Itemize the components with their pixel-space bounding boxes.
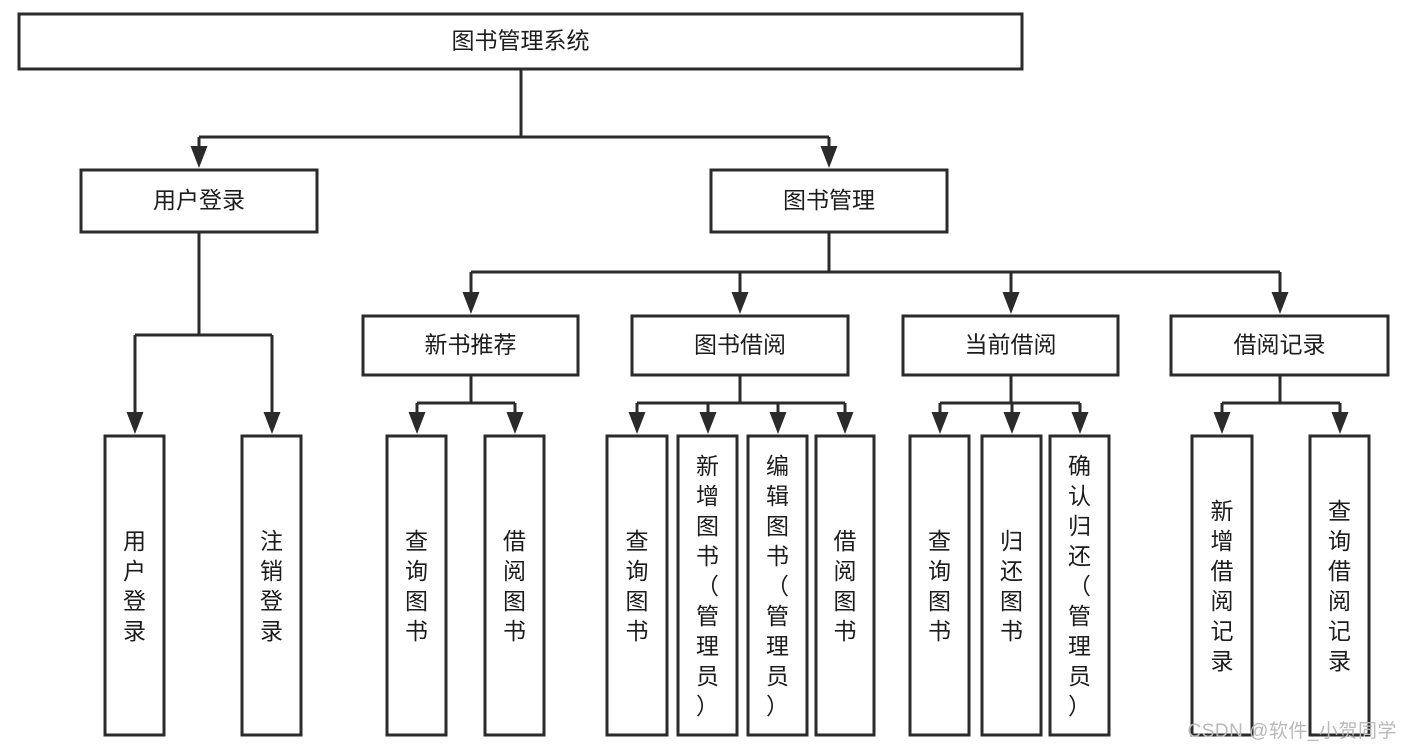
node-leaf-confirm-return[interactable]: 确认归还（管理员） bbox=[1048, 434, 1111, 737]
connector-user-login-to-leaf-logout bbox=[197, 232, 281, 434]
node-label-user-login: 用户登录 bbox=[153, 187, 245, 213]
node-leaf-query-record[interactable]: 查询借阅记录 bbox=[1308, 434, 1371, 737]
node-label-leaf-confirm-return: 确认归还（管理员） bbox=[1068, 453, 1091, 719]
node-box-leaf-add-book[interactable] bbox=[676, 434, 739, 737]
connector-current-borrow-to-leaf-confirm-return bbox=[1009, 375, 1089, 434]
node-label-leaf-query-book-1: 查询图书 bbox=[405, 528, 428, 644]
node-leaf-add-record[interactable]: 新增借阅记录 bbox=[1190, 434, 1254, 737]
node-label-new-book-rec: 新书推荐 bbox=[425, 332, 517, 358]
connector-book-manage-to-book-borrow bbox=[731, 232, 831, 314]
arrow-head-icon bbox=[190, 146, 208, 168]
node-label-book-borrow: 图书借阅 bbox=[694, 332, 786, 358]
node-leaf-edit-book[interactable]: 编辑图书（管理员） bbox=[746, 434, 809, 737]
connector-book-manage-to-borrow-record bbox=[827, 232, 1289, 314]
connector-current-borrow-to-leaf-query-book-3 bbox=[931, 375, 1013, 434]
arrow-head-icon bbox=[1213, 412, 1231, 434]
arrow-head-icon bbox=[1271, 292, 1289, 314]
node-leaf-return-book[interactable]: 归还图书 bbox=[980, 434, 1043, 737]
watermark-label: CSDN @软件_小贺同学 bbox=[1187, 721, 1397, 742]
arrow-head-icon bbox=[1003, 412, 1021, 434]
node-box-leaf-confirm-return[interactable] bbox=[1048, 434, 1111, 737]
node-label-current-borrow: 当前借阅 bbox=[965, 332, 1057, 358]
node-label-leaf-add-record: 新增借阅记录 bbox=[1211, 498, 1234, 674]
node-book-borrow[interactable]: 图书借阅 bbox=[630, 314, 850, 377]
connector-user-login-to-leaf-user-login bbox=[126, 232, 201, 434]
connector-book-borrow-to-leaf-borrow-book-2 bbox=[738, 375, 854, 434]
node-leaf-query-book-1[interactable]: 查询图书 bbox=[385, 434, 448, 737]
connector-root-to-user-login bbox=[190, 69, 523, 168]
arrow-head-icon bbox=[506, 412, 524, 434]
node-label-borrow-record: 借阅记录 bbox=[1234, 332, 1326, 358]
node-user-login[interactable]: 用户登录 bbox=[79, 168, 319, 234]
node-leaf-user-login[interactable]: 用户登录 bbox=[103, 434, 166, 737]
node-box-user-login[interactable] bbox=[79, 168, 319, 234]
arrow-head-icon bbox=[699, 412, 717, 434]
node-box-leaf-add-record[interactable] bbox=[1190, 434, 1254, 737]
arrow-head-icon bbox=[628, 412, 646, 434]
node-leaf-borrow-book-1[interactable]: 借阅图书 bbox=[483, 434, 546, 737]
node-borrow-record[interactable]: 借阅记录 bbox=[1169, 314, 1390, 377]
node-leaf-query-book-3[interactable]: 查询图书 bbox=[908, 434, 971, 737]
node-box-leaf-query-book-3[interactable] bbox=[908, 434, 971, 737]
node-label-leaf-query-book-3: 查询图书 bbox=[928, 528, 951, 644]
node-box-leaf-query-book-2[interactable] bbox=[605, 434, 669, 737]
connector-new-book-rec-to-leaf-borrow-book-1 bbox=[469, 375, 524, 434]
node-leaf-add-book[interactable]: 新增图书（管理员） bbox=[676, 434, 739, 737]
node-leaf-query-book-2[interactable]: 查询图书 bbox=[605, 434, 669, 737]
node-box-leaf-edit-book[interactable] bbox=[746, 434, 809, 737]
node-label-root: 图书管理系统 bbox=[452, 28, 590, 54]
connector-layer bbox=[126, 69, 1349, 434]
node-label-leaf-borrow-book-2: 借阅图书 bbox=[834, 528, 857, 644]
node-box-leaf-user-login[interactable] bbox=[103, 434, 166, 737]
node-box-new-book-rec[interactable] bbox=[361, 314, 580, 377]
node-box-leaf-return-book[interactable] bbox=[980, 434, 1043, 737]
node-box-leaf-borrow-book-1[interactable] bbox=[483, 434, 546, 737]
connector-new-book-rec-to-leaf-query-book-1 bbox=[408, 375, 473, 434]
connector-borrow-record-to-leaf-add-record bbox=[1213, 375, 1282, 434]
arrow-head-icon bbox=[408, 412, 426, 434]
node-label-leaf-borrow-book-1: 借阅图书 bbox=[503, 528, 526, 644]
node-leaf-logout[interactable]: 注销登录 bbox=[240, 434, 303, 737]
arrow-head-icon bbox=[1331, 412, 1349, 434]
arrow-head-icon bbox=[1071, 412, 1089, 434]
node-box-leaf-logout[interactable] bbox=[240, 434, 303, 737]
node-book-manage[interactable]: 图书管理 bbox=[709, 168, 949, 234]
node-layer: 图书管理系统用户登录图书管理新书推荐图书借阅当前借阅借阅记录用户登录注销登录查询… bbox=[17, 12, 1390, 737]
node-new-book-rec[interactable]: 新书推荐 bbox=[361, 314, 580, 377]
node-box-book-borrow[interactable] bbox=[630, 314, 850, 377]
node-leaf-borrow-book-2[interactable]: 借阅图书 bbox=[814, 434, 876, 737]
node-label-leaf-query-record: 查询借阅记录 bbox=[1328, 498, 1351, 674]
arrow-head-icon bbox=[731, 292, 749, 314]
node-box-leaf-borrow-book-2[interactable] bbox=[814, 434, 876, 737]
node-label-book-manage: 图书管理 bbox=[783, 187, 875, 213]
arrow-head-icon bbox=[820, 146, 838, 168]
node-current-borrow[interactable]: 当前借阅 bbox=[901, 314, 1120, 377]
arrow-head-icon bbox=[126, 412, 144, 434]
connector-borrow-record-to-leaf-query-record bbox=[1278, 375, 1349, 434]
node-label-leaf-add-book: 新增图书（管理员） bbox=[696, 453, 719, 719]
arrow-head-icon bbox=[462, 292, 480, 314]
node-box-book-manage[interactable] bbox=[709, 168, 949, 234]
arrow-head-icon bbox=[1002, 292, 1020, 314]
arrow-head-icon bbox=[263, 412, 281, 434]
node-root[interactable]: 图书管理系统 bbox=[17, 12, 1024, 71]
node-label-leaf-query-book-2: 查询图书 bbox=[626, 528, 649, 644]
node-label-leaf-user-login: 用户登录 bbox=[123, 528, 146, 644]
node-box-current-borrow[interactable] bbox=[901, 314, 1120, 377]
node-box-leaf-query-book-1[interactable] bbox=[385, 434, 448, 737]
node-box-leaf-query-record[interactable] bbox=[1308, 434, 1371, 737]
arrow-head-icon bbox=[931, 412, 949, 434]
node-label-leaf-logout: 注销登录 bbox=[260, 528, 283, 644]
node-box-borrow-record[interactable] bbox=[1169, 314, 1390, 377]
arrow-head-icon bbox=[836, 412, 854, 434]
node-label-leaf-edit-book: 编辑图书（管理员） bbox=[766, 453, 789, 719]
connector-root-to-book-manage bbox=[519, 69, 838, 168]
node-label-leaf-return-book: 归还图书 bbox=[1000, 528, 1023, 644]
node-box-root[interactable] bbox=[17, 12, 1024, 71]
arrow-head-icon bbox=[769, 412, 787, 434]
